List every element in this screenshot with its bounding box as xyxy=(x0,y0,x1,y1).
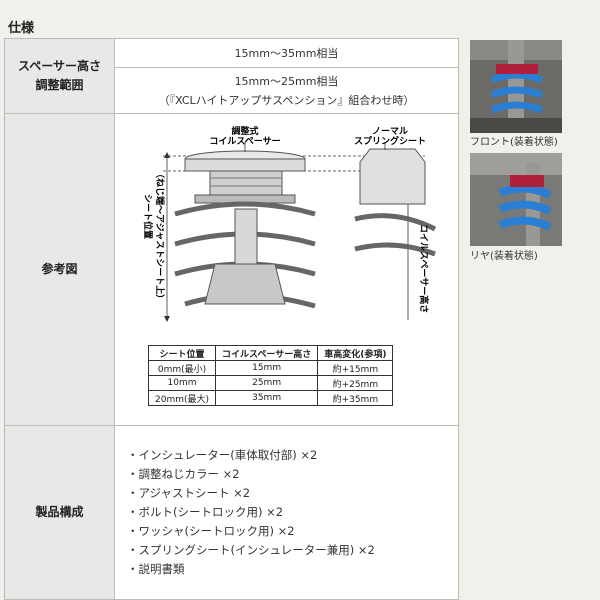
page-title: 仕様 xyxy=(8,21,35,36)
list-item: ・調整ねじカラー ×2 xyxy=(127,467,240,481)
label-seat-pos: シート位置 xyxy=(142,194,154,239)
coilover-diagram: 調整式 コイルスペーサー ノーマル スプリングシート シート位置 （ねじ端〜アジ… xyxy=(142,125,437,322)
rear-coilover-image xyxy=(470,153,562,246)
list-item: ・ボルト(シートロック用) ×2 xyxy=(127,505,284,519)
front-caption: フロント(装着状態) xyxy=(470,137,558,148)
list-item: ・スプリングシート(インシュレーター兼用) ×2 xyxy=(127,543,375,557)
table-cell: 20mm(最大) xyxy=(147,390,217,406)
label-height: コイルスペーサー高さ xyxy=(418,224,430,313)
range-label: スペーサー高さ 調整範囲 xyxy=(4,38,115,114)
list-item: ・ワッシャ(シートロック用) ×2 xyxy=(127,524,295,538)
label-normal-line1: ノーマル xyxy=(372,126,408,137)
table-cell: 約+35mm xyxy=(317,390,394,406)
diagram-label: 参考図 xyxy=(4,113,115,426)
list-item: ・インシュレーター(車体取付部) ×2 xyxy=(127,448,318,462)
label-normal-line2: スプリングシート xyxy=(354,135,426,147)
table-row: 10mm 25mm 約+25mm xyxy=(147,375,394,391)
table-cell: 0mm(最小) xyxy=(147,360,217,376)
range-value-2b: （『XCLハイトアップサスペンション』組合わせ時） xyxy=(158,93,415,107)
list-item: ・説明書類 xyxy=(127,562,185,576)
label-seat-pos-sub: （ねじ端〜アジャストシート上） xyxy=(154,169,166,303)
range-value-1: 15mm〜35mm相当 xyxy=(114,38,459,68)
contents-list: ・インシュレーター(車体取付部) ×2 ・調整ねじカラー ×2 ・アジャストシー… xyxy=(114,425,459,600)
table-cell: 約+25mm xyxy=(317,375,394,391)
table-cell: 約+15mm xyxy=(317,360,394,376)
list-item: ・アジャストシート ×2 xyxy=(127,486,251,500)
table-cell: 35mm xyxy=(215,390,319,406)
diagram-cell: 調整式 コイルスペーサー ノーマル スプリングシート シート位置 （ねじ端〜アジ… xyxy=(114,113,459,426)
rear-caption: リヤ(装着状態) xyxy=(470,251,538,262)
range-label-text: スペーサー高さ 調整範囲 xyxy=(18,59,101,92)
contents-label: 製品構成 xyxy=(4,425,115,600)
label-adjust-line2: コイルスペーサー xyxy=(209,136,280,147)
front-photo xyxy=(470,40,562,133)
rear-photo xyxy=(470,153,562,246)
range-value-2: 15mm〜25mm相当 （『XCLハイトアップサスペンション』組合わせ時） xyxy=(114,67,459,114)
front-coilover-image xyxy=(470,40,562,133)
table-cell: 10mm xyxy=(147,375,217,391)
table-cell: 25mm xyxy=(215,375,319,391)
table-row: 0mm(最小) 15mm 約+15mm xyxy=(147,360,394,376)
label-adjust-line1: 調整式 xyxy=(231,125,258,137)
table-row: 20mm(最大) 35mm 約+35mm xyxy=(147,390,394,406)
height-table: シート位置 コイルスペーサー高さ 車高変化(参項) 0mm(最小) 15mm 約… xyxy=(147,345,394,406)
height-table-header: コイルスペーサー高さ xyxy=(215,345,319,361)
range-value-2a: 15mm〜25mm相当 xyxy=(234,74,339,88)
height-table-header: 車高変化(参項) xyxy=(317,345,394,361)
height-table-header: シート位置 xyxy=(147,345,217,361)
spec-table: スペーサー高さ 調整範囲 15mm〜35mm相当 15mm〜25mm相当 （『X… xyxy=(4,38,459,600)
table-cell: 15mm xyxy=(215,360,319,376)
